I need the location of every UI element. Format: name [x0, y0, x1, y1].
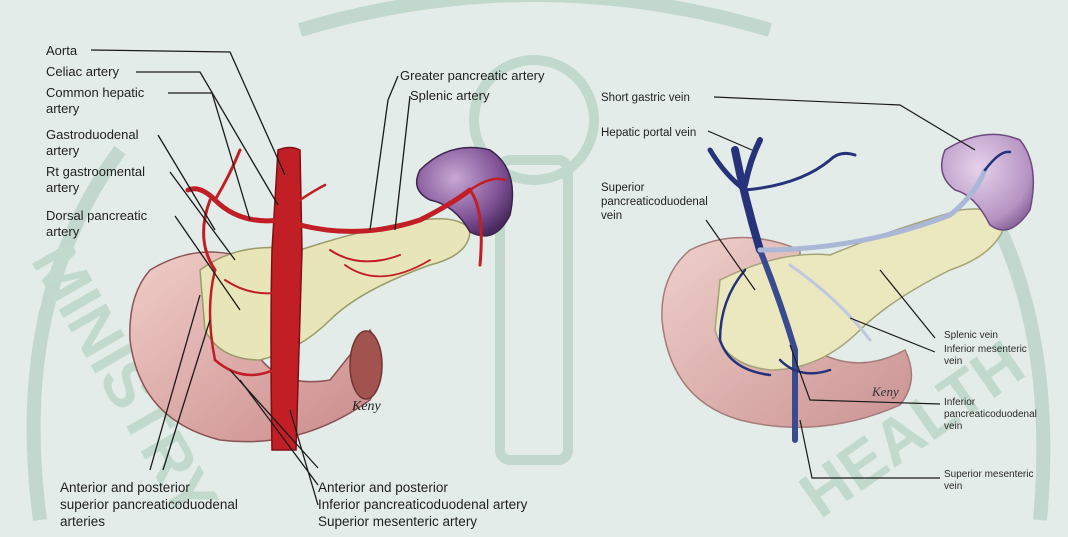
- label-splenic-vein: Splenic vein: [944, 330, 998, 342]
- signature-right: Keny: [871, 384, 899, 399]
- label-gastroduodenal-artery: Gastroduodenal artery: [46, 127, 139, 159]
- label-common-hepatic-artery: Common hepatic artery: [46, 85, 144, 117]
- label-rt-gastroomental-artery: Rt gastroomental artery: [46, 164, 145, 196]
- signature-left: Keny: [351, 399, 382, 414]
- label-greater-pancreatic-artery: Greater pancreatic artery: [400, 68, 545, 84]
- label-aorta: Aorta: [46, 43, 77, 59]
- label-celiac-artery: Celiac artery: [46, 64, 119, 80]
- label-hepatic-portal-vein: Hepatic portal vein: [601, 126, 696, 140]
- label-ant-post-superior-pancreaticoduodenal: Anterior and posterior superior pancreat…: [60, 479, 238, 530]
- label-short-gastric-vein: Short gastric vein: [601, 91, 690, 105]
- label-ant-post-inferior-pancreaticoduodenal: Anterior and posterior Inferior pancreat…: [318, 479, 527, 530]
- label-superior-pancreaticoduodenal-vein: Superior pancreaticoduodenal vein: [601, 181, 708, 223]
- label-inferior-pancreaticoduodenal-vein: Inferior pancreaticoduodenal vein: [944, 397, 1037, 433]
- label-dorsal-pancreatic-artery: Dorsal pancreatic artery: [46, 208, 147, 240]
- label-inferior-mesenteric-vein: Inferior mesenteric vein: [944, 344, 1027, 368]
- aorta: [271, 148, 302, 451]
- label-splenic-artery: Splenic artery: [410, 88, 489, 104]
- label-superior-mesenteric-vein: Superior mesenteric vein: [944, 469, 1033, 493]
